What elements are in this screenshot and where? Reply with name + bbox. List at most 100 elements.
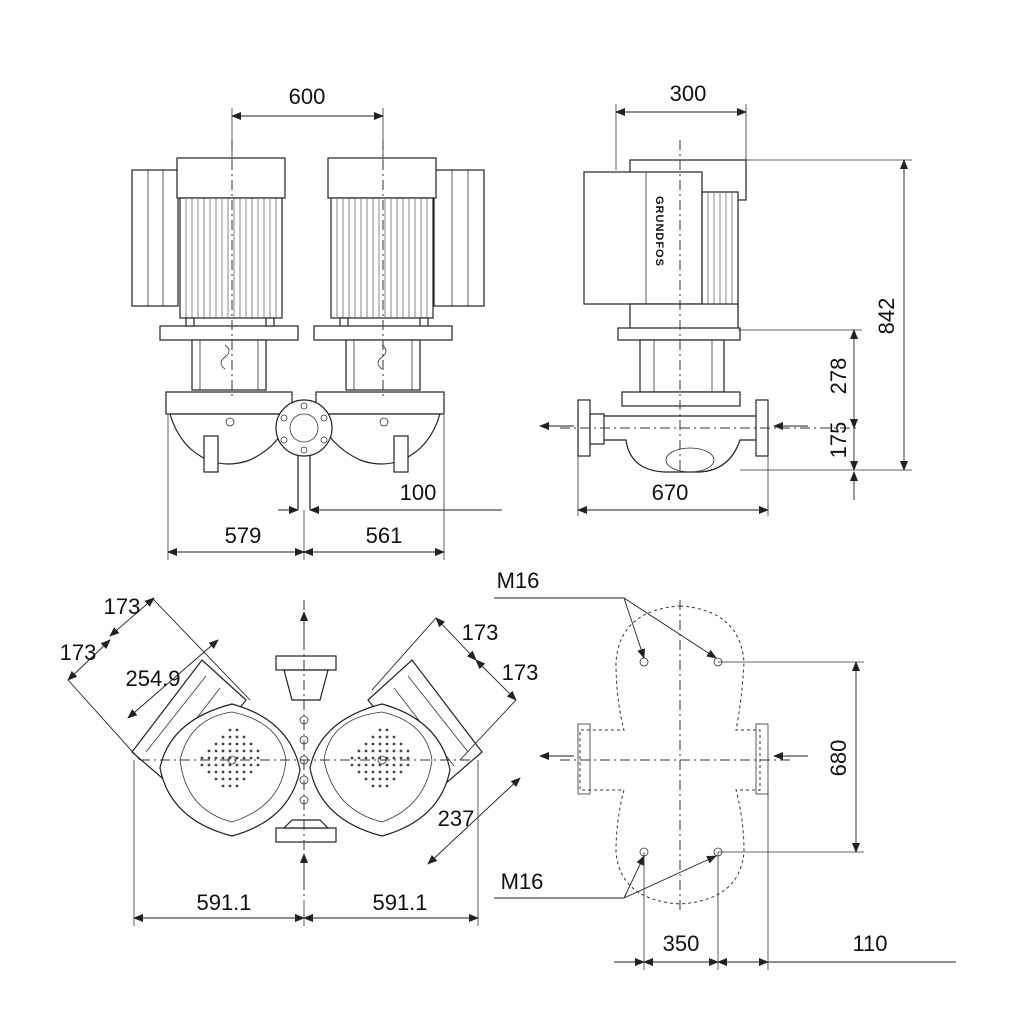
fan-grid-dot bbox=[406, 749, 410, 753]
fan-grid-dot bbox=[214, 777, 218, 781]
top-view: 173 173 254.9 173 173 237 591.1 591.1 bbox=[60, 594, 538, 926]
fan-grid-dot bbox=[371, 756, 375, 760]
dim-591-1-right-label: 591.1 bbox=[372, 890, 427, 915]
fan-grid-dot bbox=[385, 784, 389, 788]
bolt-callout-bottom: M16 bbox=[494, 855, 717, 899]
fan-grid-dot bbox=[200, 763, 204, 767]
fan-grid-dot bbox=[364, 763, 368, 767]
fan-grid-dot bbox=[357, 763, 361, 767]
dim-pipe-height: 175 bbox=[826, 422, 858, 500]
dim-254-9-label: 254.9 bbox=[125, 666, 180, 691]
fan-grid-dot bbox=[385, 777, 389, 781]
fan-grid-dot bbox=[371, 742, 375, 746]
fan-grid-dot bbox=[371, 763, 375, 767]
fan-grid-dot bbox=[249, 756, 253, 760]
fan-grid-dot bbox=[256, 763, 260, 767]
dim-front-widths: 579 561 bbox=[167, 415, 445, 560]
fan-grid-dot bbox=[406, 756, 410, 760]
bolt-callout-top: M16 bbox=[494, 568, 717, 659]
fan-grid-dot bbox=[256, 749, 260, 753]
fan-grid-dot bbox=[214, 756, 218, 760]
right-motor bbox=[313, 157, 485, 391]
fan-grid-dot bbox=[392, 749, 396, 753]
top-fan-grids bbox=[200, 728, 410, 788]
fan-grid-dot bbox=[378, 735, 382, 739]
dim-flange-offset: 100 bbox=[278, 480, 502, 514]
fan-grid-dot bbox=[364, 770, 368, 774]
fan-grid-dot bbox=[249, 749, 253, 753]
m16-top-label: M16 bbox=[497, 568, 540, 593]
fan-grid-dot bbox=[357, 770, 361, 774]
dim-173-c-label: 173 bbox=[462, 620, 499, 645]
dim-top-halves: 591.1 591.1 bbox=[133, 760, 479, 926]
dim-top-right-diagonals: 173 173 237 bbox=[371, 617, 538, 865]
fan-grid-dot bbox=[385, 735, 389, 739]
fan-grid-dot bbox=[228, 777, 232, 781]
fan-grid-dot bbox=[385, 749, 389, 753]
fan-grid-dot bbox=[242, 770, 246, 774]
dim-100-label: 100 bbox=[400, 480, 437, 505]
right-motor-fins bbox=[336, 198, 428, 318]
dim-300-label: 300 bbox=[670, 81, 707, 106]
fan-grid-dot bbox=[385, 770, 389, 774]
top-right-motor bbox=[309, 659, 483, 837]
fan-grid-dot bbox=[235, 735, 239, 739]
fan-grid-dot bbox=[221, 784, 225, 788]
dim-579-label: 579 bbox=[225, 523, 262, 548]
fan-grid-dot bbox=[228, 728, 232, 732]
fan-grid-dot bbox=[371, 735, 375, 739]
dim-842-label: 842 bbox=[874, 298, 899, 335]
top-outlet-flange bbox=[275, 655, 337, 671]
dim-175-label: 175 bbox=[826, 422, 851, 459]
fan-grid-dot bbox=[392, 742, 396, 746]
dim-bolt-spacing-x: 350 110 bbox=[614, 790, 956, 970]
fan-grid-dot bbox=[214, 770, 218, 774]
fan-grid-dot bbox=[235, 777, 239, 781]
left-motor-fins bbox=[185, 198, 277, 318]
front-view: 600 100 579 561 bbox=[131, 84, 502, 560]
fan-grid-dot bbox=[221, 749, 225, 753]
dim-278-label: 278 bbox=[826, 358, 851, 395]
brand-logo: GRUNDFOS bbox=[653, 196, 665, 267]
dim-591-1-left-label: 591.1 bbox=[196, 890, 251, 915]
pump-housing bbox=[165, 391, 445, 510]
fan-grid-dot bbox=[378, 777, 382, 781]
fan-grid-dot bbox=[228, 756, 232, 760]
fan-grid-dot bbox=[378, 770, 382, 774]
fan-grid-dot bbox=[221, 763, 225, 767]
foundation-outline bbox=[579, 605, 761, 905]
fan-grid-dot bbox=[399, 756, 403, 760]
fan-grid-dot bbox=[221, 756, 225, 760]
fan-grid-dot bbox=[385, 742, 389, 746]
fan-grid-dot bbox=[399, 763, 403, 767]
left-motor bbox=[131, 157, 299, 391]
fan-grid-dot bbox=[221, 742, 225, 746]
fan-grid-dot bbox=[364, 756, 368, 760]
fan-grid-dot bbox=[235, 763, 239, 767]
fan-grid-dot bbox=[214, 749, 218, 753]
fan-grid-dot bbox=[200, 756, 204, 760]
dim-110-label: 110 bbox=[852, 931, 887, 956]
fan-grid-dot bbox=[235, 728, 239, 732]
dim-motor-spacing: 600 bbox=[231, 84, 384, 160]
fan-grid-dot bbox=[235, 742, 239, 746]
fan-grid-dot bbox=[235, 770, 239, 774]
dim-motor-width: 300 bbox=[615, 81, 747, 170]
dim-680-label: 680 bbox=[826, 740, 851, 777]
fan-grid-dot bbox=[364, 749, 368, 753]
fan-grid-dot bbox=[214, 763, 218, 767]
fan-grid-dot bbox=[207, 749, 211, 753]
fan-grid-dot bbox=[242, 756, 246, 760]
fan-grid-dot bbox=[378, 784, 382, 788]
fan-grid-dot bbox=[371, 784, 375, 788]
fan-grid-dot bbox=[399, 749, 403, 753]
fan-grid-dot bbox=[228, 735, 232, 739]
dim-173-b-label: 173 bbox=[60, 640, 97, 665]
fan-grid-dot bbox=[385, 728, 389, 732]
fan-grid-dot bbox=[350, 756, 354, 760]
fan-grid-dot bbox=[228, 763, 232, 767]
fan-grid-dot bbox=[221, 770, 225, 774]
dim-173-a-label: 173 bbox=[104, 594, 141, 619]
bolt-hole-top-left bbox=[639, 657, 649, 667]
